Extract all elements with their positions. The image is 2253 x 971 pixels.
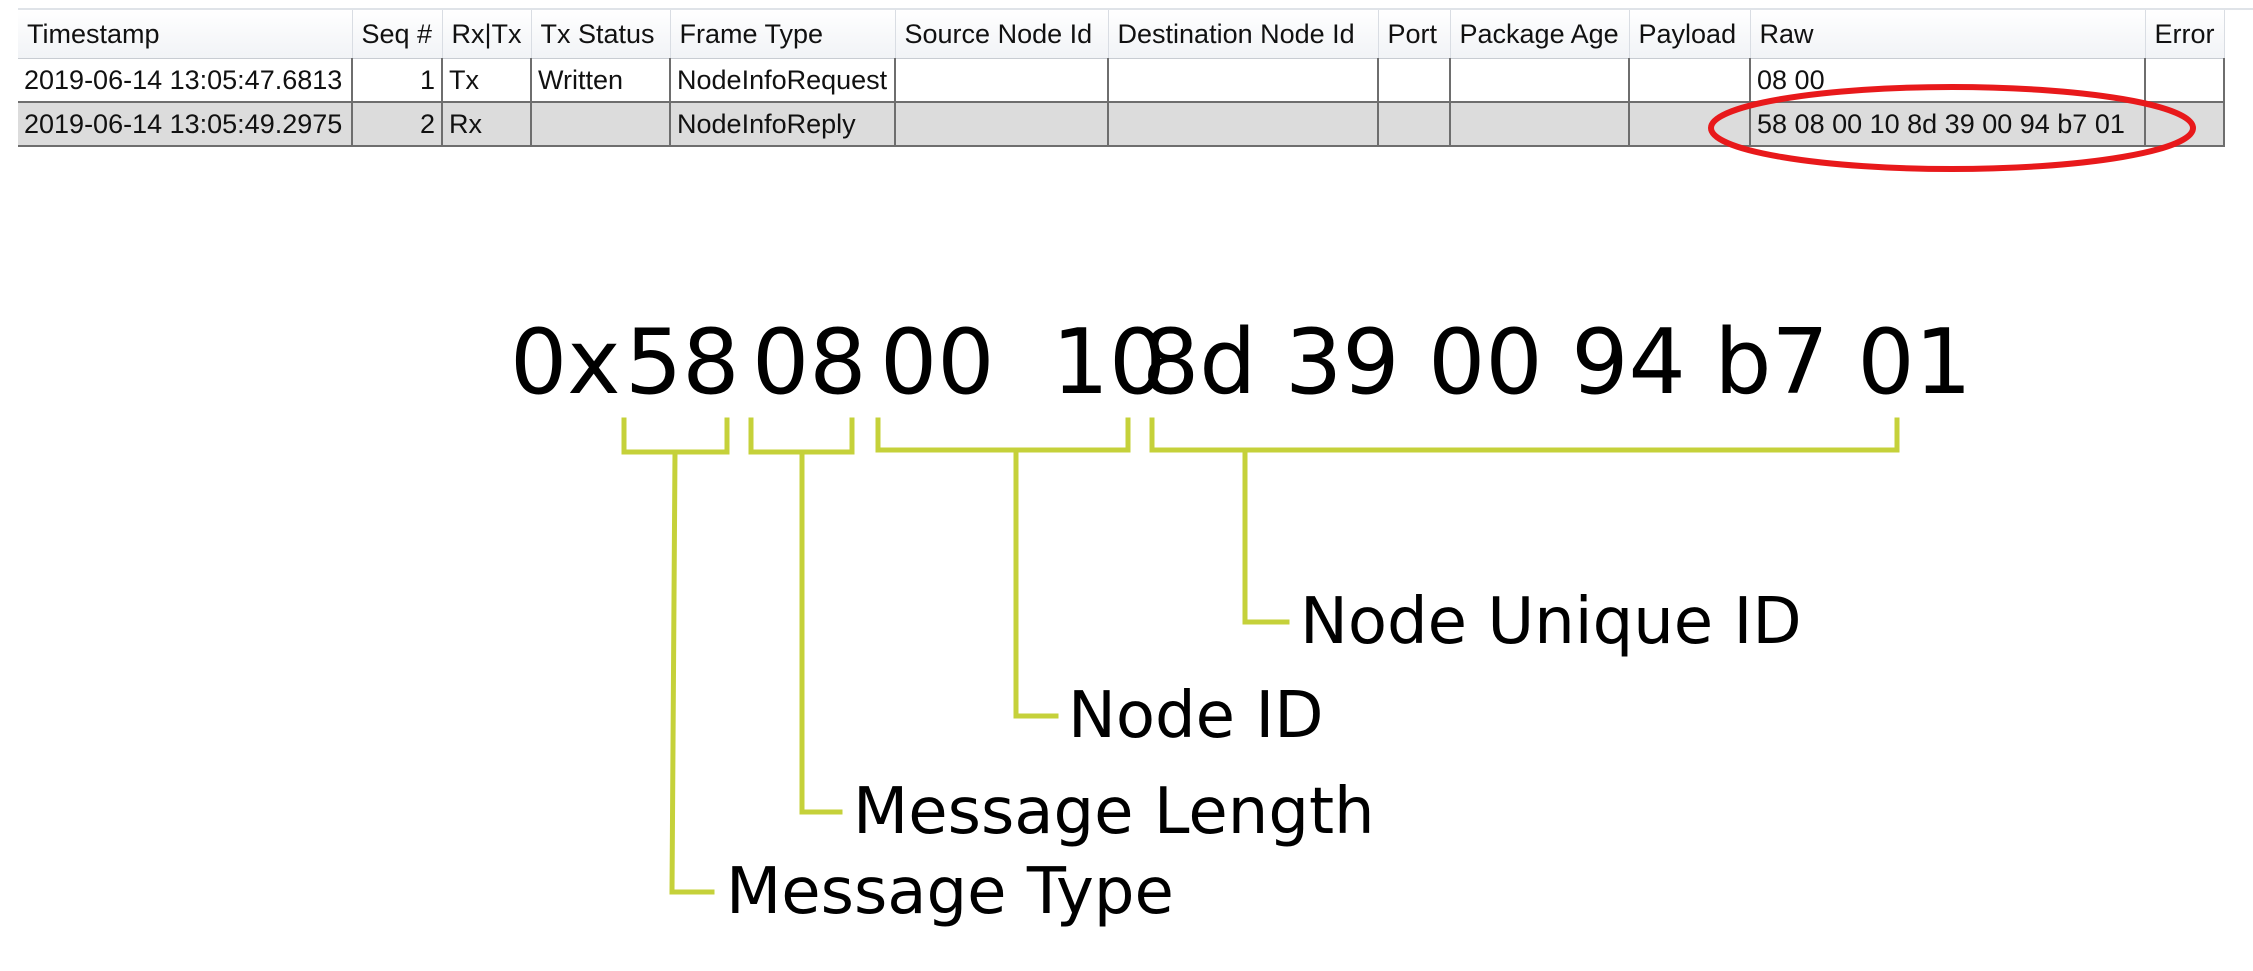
column-header-frame-type[interactable]: Frame Type — [670, 10, 896, 59]
cell-package-age — [1450, 102, 1631, 147]
header-row: Timestamp Seq # Rx|Tx Tx Status Frame Ty… — [18, 10, 2225, 59]
leader-node-id — [1013, 447, 1059, 719]
cell-destination-node-id — [1108, 102, 1380, 147]
leader-message-type — [669, 449, 715, 895]
cell-frame-type: NodeInfoReply — [670, 102, 897, 147]
bracket-node-unique-id — [1149, 417, 1900, 453]
bytes-message-length: 08 — [752, 310, 867, 415]
bracket-message-type — [621, 417, 730, 455]
column-header-tx-status[interactable]: Tx Status — [531, 10, 671, 59]
label-node-unique-id: Node Unique ID — [1300, 585, 1802, 659]
column-header-seq[interactable]: Seq # — [352, 10, 443, 59]
grid-top-border — [18, 8, 2253, 10]
raw-highlight-ellipse — [1708, 84, 2196, 172]
cell-direction: Tx — [442, 58, 533, 103]
cell-payload — [1629, 58, 1752, 103]
label-message-length: Message Length — [853, 775, 1375, 849]
table-row[interactable]: 2019-06-14 13:05:49.2975 2 Rx NodeInfoRe… — [18, 102, 2226, 147]
table-row[interactable]: 2019-06-14 13:05:47.6813 1 Tx Written No… — [18, 58, 2226, 103]
bracket-node-id — [875, 417, 1131, 453]
leader-node-unique-id — [1242, 447, 1290, 625]
highlight-ellipse-stroke — [1708, 84, 2196, 172]
column-header-payload[interactable]: Payload — [1629, 10, 1751, 59]
frame-log-grid: Timestamp Seq # Rx|Tx Tx Status Frame Ty… — [0, 0, 2253, 150]
cell-tx-status — [531, 102, 672, 147]
hex-prefix: 0x — [510, 310, 621, 415]
cell-error — [2145, 58, 2226, 103]
cell-frame-type: NodeInfoRequest — [670, 58, 897, 103]
cell-raw: 58 08 00 10 8d 39 00 94 b7 01 — [1750, 102, 2147, 147]
column-header-direction[interactable]: Rx|Tx — [442, 10, 532, 59]
cell-timestamp: 2019-06-14 13:05:49.2975 — [18, 102, 353, 147]
cell-port — [1378, 58, 1452, 103]
cell-timestamp: 2019-06-14 13:05:47.6813 — [18, 58, 353, 103]
cell-destination-node-id — [1108, 58, 1380, 103]
bytes-message-type: 58 — [625, 310, 740, 415]
bytes-node-id: 00 10 — [880, 310, 1167, 415]
cell-package-age — [1450, 58, 1631, 103]
cell-seq: 1 — [352, 58, 443, 103]
cell-direction: Rx — [442, 102, 533, 147]
column-header-timestamp[interactable]: Timestamp — [18, 10, 353, 59]
column-header-package-age[interactable]: Package Age — [1450, 10, 1630, 59]
bytes-node-unique-id: 8d 39 00 94 b7 01 — [1142, 310, 1972, 415]
cell-seq: 2 — [352, 102, 443, 147]
column-header-raw[interactable]: Raw — [1750, 10, 2146, 59]
cell-source-node-id — [895, 102, 1110, 147]
cell-port — [1378, 102, 1452, 147]
cell-source-node-id — [895, 58, 1110, 103]
cell-tx-status: Written — [531, 58, 672, 103]
label-node-id: Node ID — [1068, 679, 1324, 753]
column-header-source-node-id[interactable]: Source Node Id — [895, 10, 1109, 59]
bracket-message-length — [748, 417, 855, 455]
column-header-error[interactable]: Error — [2145, 10, 2225, 59]
column-header-port[interactable]: Port — [1378, 10, 1451, 59]
column-header-destination-node-id[interactable]: Destination Node Id — [1108, 10, 1379, 59]
leader-message-length — [799, 449, 843, 815]
frame-log-table: Timestamp Seq # Rx|Tx Tx Status Frame Ty… — [18, 10, 2226, 147]
label-message-type: Message Type — [726, 855, 1174, 929]
